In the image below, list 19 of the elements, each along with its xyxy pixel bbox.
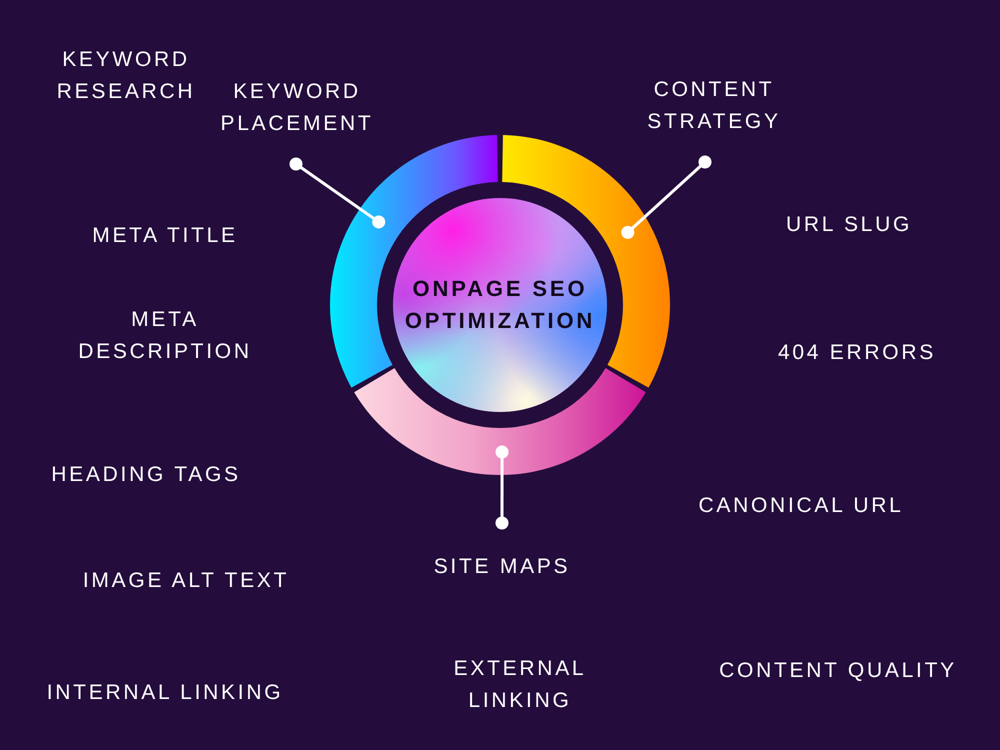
- topic-label: CONTENT QUALITY: [719, 658, 957, 684]
- topic-label: EXTERNAL LINKING: [452, 656, 588, 714]
- topic-label: META DESCRIPTION: [77, 307, 253, 365]
- topic-label: IMAGE ALT TEXT: [82, 568, 290, 594]
- topic-label: INTERNAL LINKING: [46, 680, 284, 706]
- topic-label: HEADING TAGS: [51, 462, 241, 488]
- topic-label: CONTENT STRATEGY: [624, 74, 804, 138]
- center-title: ONPAGE SEO OPTIMIZATION: [404, 275, 596, 335]
- ring-segment: [354, 368, 646, 475]
- leader-line: [496, 445, 509, 530]
- leader-line: [290, 158, 386, 228]
- topic-label: META TITLE: [92, 223, 238, 249]
- topic-label: URL SLUG: [786, 212, 912, 238]
- topic-label: 404 ERRORS: [778, 340, 936, 366]
- topic-label: KEYWORD PLACEMENT: [207, 76, 387, 140]
- leader-line: [621, 156, 712, 239]
- topic-label: SITE MAPS: [434, 551, 570, 583]
- topic-label: KEYWORD RESEARCH: [56, 47, 196, 105]
- topic-label: CANONICAL URL: [698, 493, 904, 519]
